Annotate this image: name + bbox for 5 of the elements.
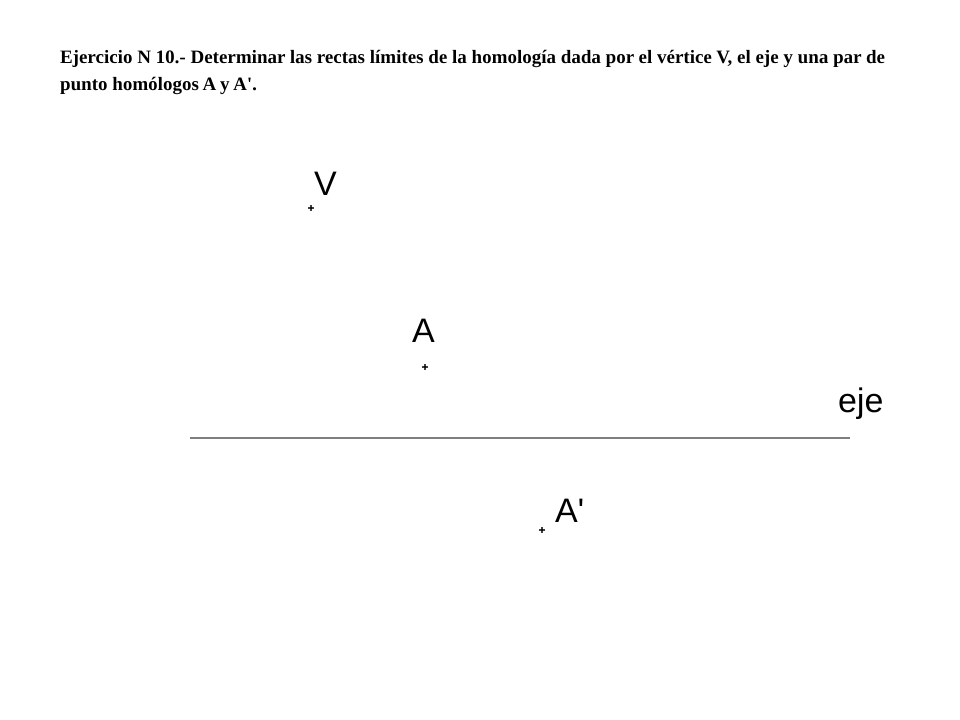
point-label: A' [555, 492, 584, 530]
point-label: V [314, 165, 337, 203]
point-label: eje [838, 382, 884, 420]
point-label: A [412, 312, 435, 350]
exercise-title: Ejercicio N 10.- Determinar las rectas límites de la homología dada por el vértice V, el eje y una par de punto homólogos A y A'. [60, 46, 886, 97]
